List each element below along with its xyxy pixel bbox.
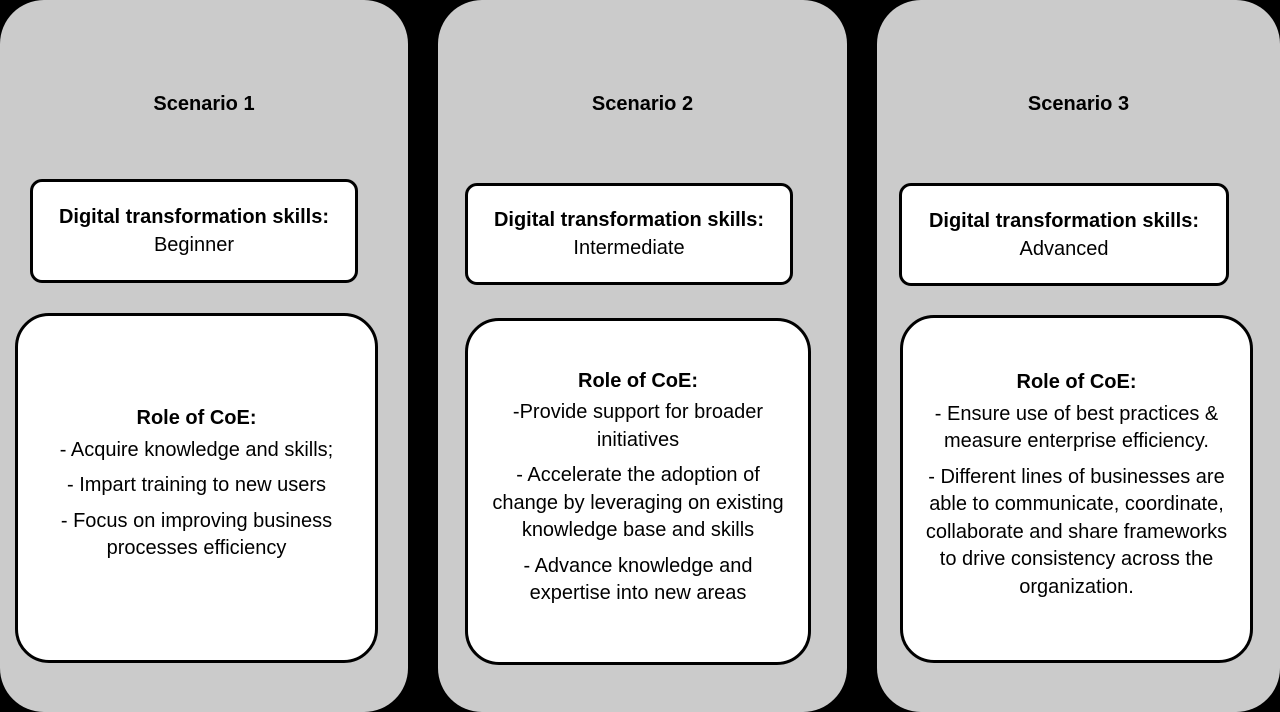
role-item: - Acquire knowledge and skills; <box>59 438 334 461</box>
skills-box: Digital transformation skills: Intermedi… <box>465 183 793 285</box>
skills-box: Digital transformation skills: Advanced <box>899 183 1229 286</box>
role-box: Role of CoE: - Ensure use of best practi… <box>900 315 1253 663</box>
skills-label: Digital transformation skills: <box>928 209 1200 232</box>
role-item: - Focus on improving business processes … <box>60 509 333 560</box>
role-label: Role of CoE: <box>578 369 698 392</box>
scenario-title: Scenario 2 <box>591 93 694 115</box>
skills-level: Advanced <box>1019 237 1109 260</box>
scenario-2-panel: Scenario 2 Digital transformation skills… <box>438 0 847 712</box>
role-item: - Advance knowledge and expertise into n… <box>523 554 753 605</box>
skills-level: Intermediate <box>573 237 685 259</box>
scenario-title: Scenario 3 <box>1027 93 1130 115</box>
role-item: - Different lines of businesses are able… <box>925 465 1228 598</box>
role-label: Role of CoE: <box>1016 371 1137 393</box>
skills-level: Beginner <box>153 234 235 256</box>
role-item: -Provide support for broader initiatives <box>512 401 764 451</box>
role-item: - Ensure use of best practices & measure… <box>934 402 1219 453</box>
role-item: - Accelerate the adoption of change by l… <box>492 464 784 541</box>
role-box: Role of CoE: -Provide support for broade… <box>465 318 811 665</box>
scenario-1-panel: Scenario 1 Digital transformation skills… <box>0 0 408 712</box>
role-label: Role of CoE: <box>136 407 257 430</box>
skills-box: Digital transformation skills: Beginner <box>30 179 358 283</box>
scenario-3-panel: Scenario 3 Digital transformation skills… <box>877 0 1280 712</box>
skills-label: Digital transformation skills: <box>58 206 330 228</box>
role-box: Role of CoE: - Acquire knowledge and ski… <box>15 313 378 663</box>
skills-label: Digital transformation skills: <box>493 209 765 231</box>
role-item: - Impart training to new users <box>67 474 326 497</box>
scenario-title: Scenario 1 <box>153 93 255 115</box>
